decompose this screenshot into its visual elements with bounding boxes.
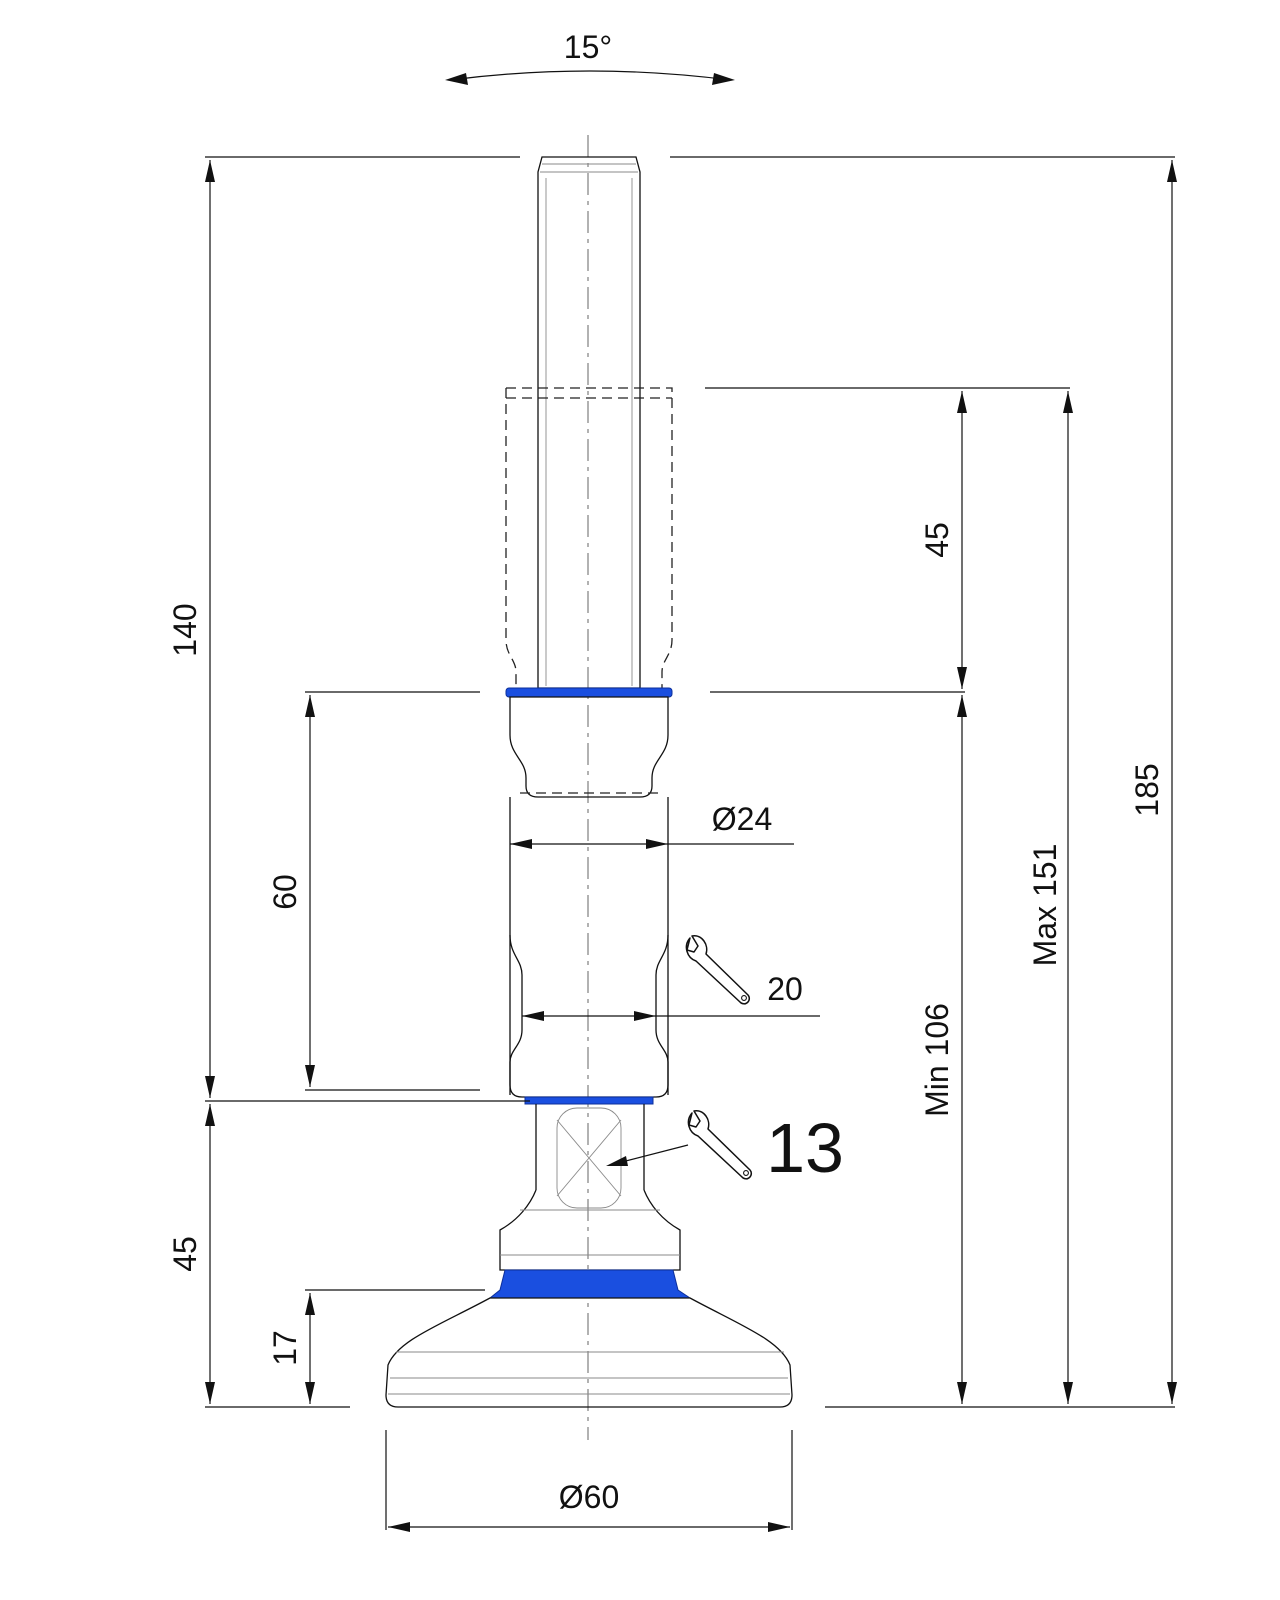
svg-text:Ø60: Ø60 bbox=[559, 1479, 619, 1515]
extended-body-outline bbox=[505, 387, 673, 688]
dimension-wrench-nut: 13 bbox=[606, 1109, 844, 1187]
tilt-angle-indicator: 15° bbox=[445, 29, 735, 85]
svg-text:Ø24: Ø24 bbox=[712, 801, 772, 837]
seal-ring-bottom bbox=[488, 1269, 692, 1299]
dimension-wrench-body: 20 bbox=[522, 935, 820, 1021]
svg-text:Max 151: Max 151 bbox=[1027, 844, 1063, 967]
svg-text:Min 106: Min 106 bbox=[919, 1003, 955, 1117]
hex-neck bbox=[524, 1096, 654, 1209]
wrench-icon bbox=[685, 935, 751, 1005]
base-collar bbox=[499, 1189, 681, 1271]
dimension-base-height: 45 bbox=[167, 1104, 215, 1404]
svg-text:13: 13 bbox=[766, 1109, 844, 1187]
svg-text:45: 45 bbox=[919, 522, 955, 558]
wrench-icon bbox=[687, 1110, 753, 1180]
svg-text:140: 140 bbox=[167, 603, 203, 656]
dimension-spindle-length: 140 bbox=[167, 160, 215, 1098]
tilt-angle-label: 15° bbox=[564, 29, 612, 65]
dimension-max-height: Max 151 bbox=[1027, 391, 1073, 1404]
svg-text:20: 20 bbox=[767, 971, 803, 1007]
dimension-foot-diameter: Ø60 bbox=[388, 1479, 790, 1532]
dimension-total-height: 185 bbox=[1129, 160, 1177, 1404]
svg-text:60: 60 bbox=[267, 874, 303, 910]
foot-pad bbox=[385, 1297, 793, 1408]
dimension-body-diameter: Ø24 bbox=[510, 801, 794, 849]
dimension-foot-height: 17 bbox=[267, 1293, 315, 1404]
dimension-body-length: 60 bbox=[267, 695, 315, 1087]
svg-text:185: 185 bbox=[1129, 763, 1165, 816]
dimension-min-height: Min 106 bbox=[919, 695, 967, 1404]
svg-text:45: 45 bbox=[167, 1236, 203, 1272]
adjuster-body bbox=[509, 696, 669, 1098]
threaded-spindle bbox=[537, 156, 641, 689]
seal-ring-top bbox=[505, 687, 673, 698]
dimension-spindle-travel: 45 bbox=[919, 391, 967, 689]
svg-text:17: 17 bbox=[267, 1330, 303, 1366]
extension-lines bbox=[205, 156, 1175, 1530]
